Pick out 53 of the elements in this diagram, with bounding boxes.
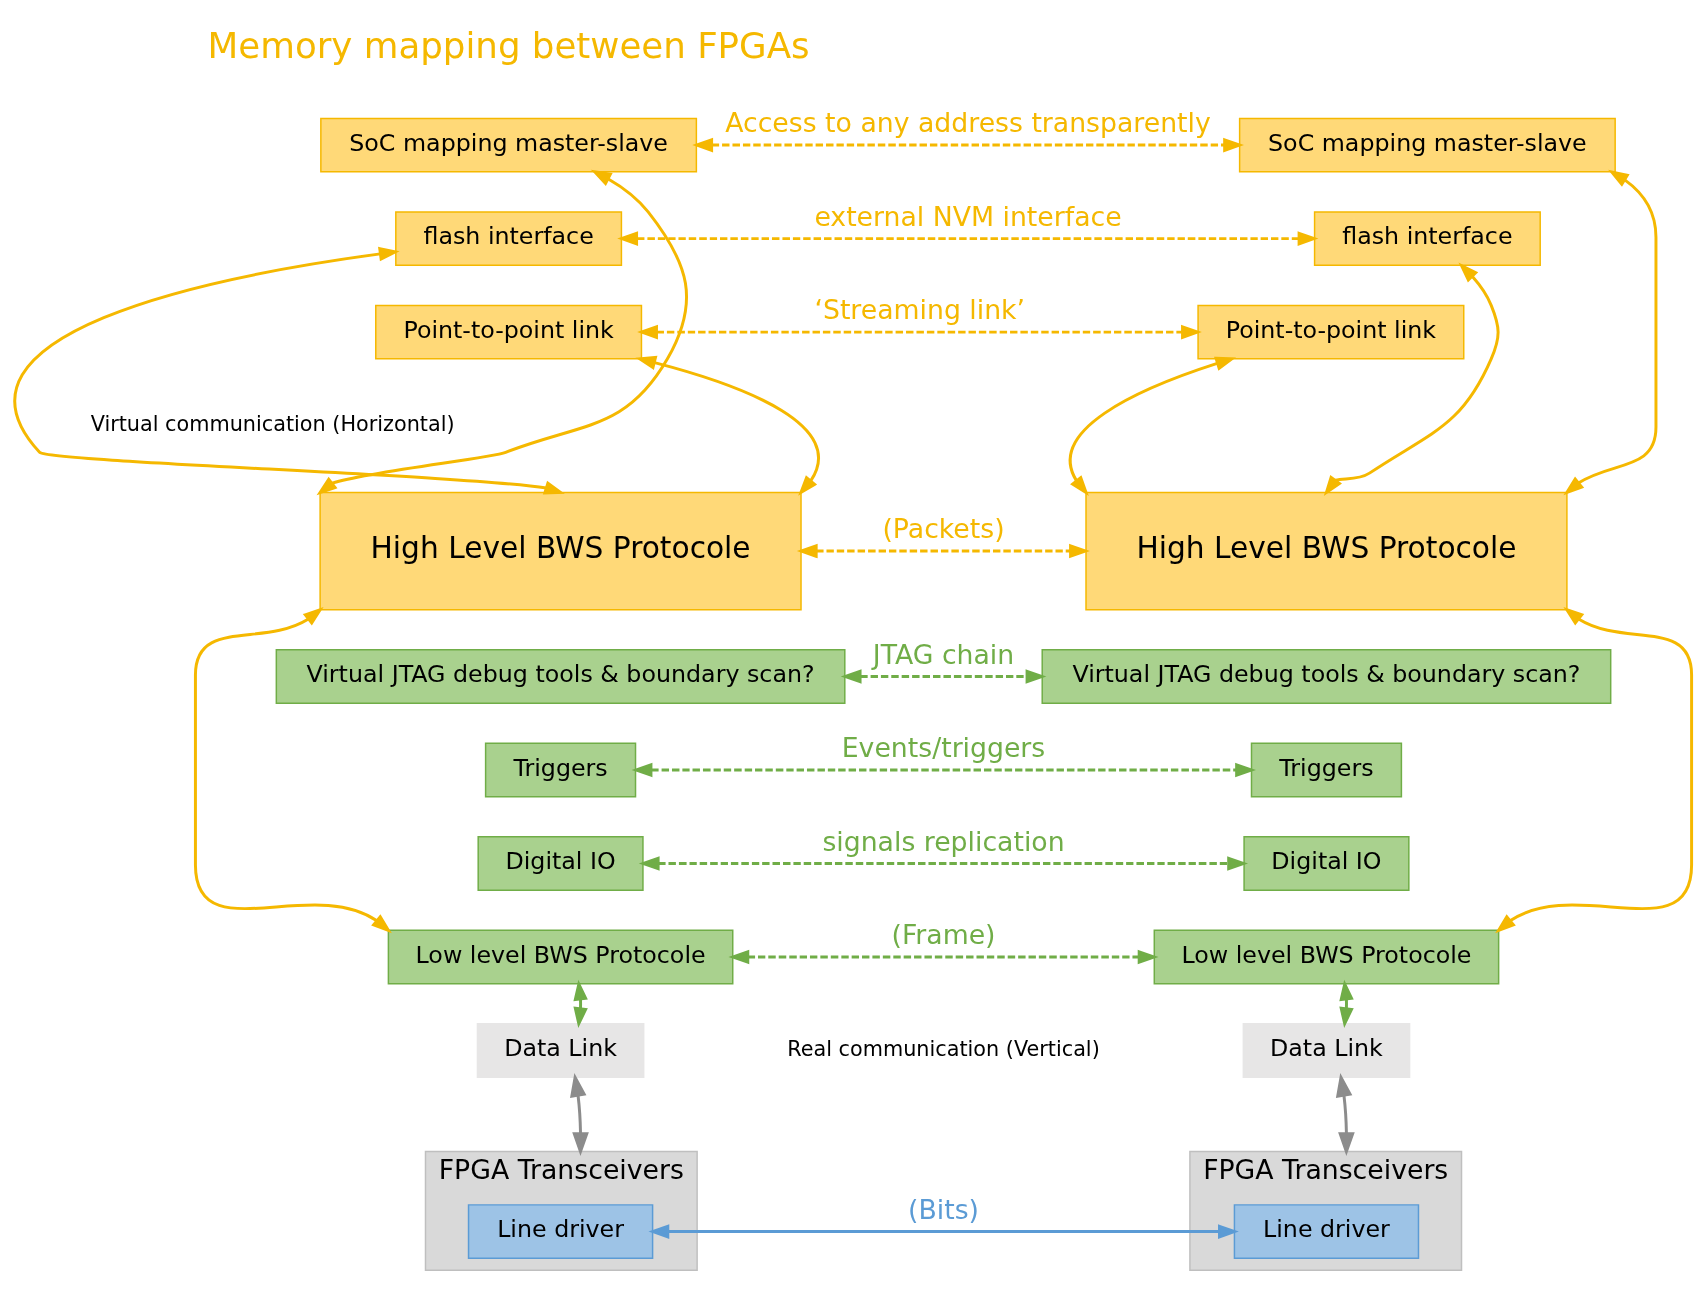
node-box: Low level BWS Protocole [1153, 929, 1500, 985]
arrow [617, 231, 1319, 246]
node-box: Low level BWS Protocole [387, 929, 734, 985]
node-box: Data Link [1242, 1023, 1411, 1078]
arrow [638, 856, 1249, 871]
arrow [631, 762, 1256, 778]
node-box: flash interface [395, 211, 623, 267]
edge-label: Access to any address transparently [725, 107, 1211, 139]
arrow [193, 606, 392, 934]
node-box: Virtual JTAG debug tools & boundary scan? [275, 649, 846, 704]
node-box: flash interface [1313, 211, 1541, 267]
arrow [728, 949, 1159, 965]
label: Real communication (Vertical) [787, 1037, 1100, 1062]
node-box: Digital IO [477, 836, 644, 891]
node-box: Line driver [467, 1204, 654, 1260]
edge-label: (Bits) [908, 1193, 979, 1225]
edge-label: Events/triggers [841, 732, 1046, 764]
node-box: Data Link [476, 1023, 645, 1078]
arrow [1069, 356, 1237, 496]
arrow [840, 669, 1047, 684]
edge-label: (Packets) [882, 513, 1005, 545]
arrow [1563, 169, 1658, 496]
arrow [1339, 979, 1354, 1029]
node-box: Digital IO [1243, 836, 1410, 891]
label: Virtual communication (Horizontal) [90, 412, 455, 437]
node-box: Line driver [1233, 1204, 1420, 1260]
arrow [796, 543, 1090, 559]
edge-label: JTAG chain [872, 638, 1015, 670]
edge-label: ‘Streaming link’ [814, 294, 1026, 326]
edge-label: signals replication [822, 825, 1065, 857]
arrow [692, 137, 1244, 153]
arrow [1495, 606, 1694, 934]
arrow [635, 355, 820, 496]
edge-label: external NVM interface [814, 200, 1122, 232]
node-box: High Level BWS Protocole [319, 491, 802, 611]
arrow [316, 169, 688, 496]
node-box: Virtual JTAG debug tools & boundary scan? [1041, 649, 1612, 704]
arrow [637, 324, 1202, 340]
edge-label: (Frame) [891, 919, 996, 951]
node-box: SoC mapping master-slave [1238, 117, 1616, 173]
node-box: Triggers [484, 742, 637, 798]
arrow [1323, 262, 1500, 497]
arrow [570, 1073, 589, 1156]
node-box: High Level BWS Protocole [1085, 491, 1568, 611]
arrow [1335, 1073, 1355, 1156]
arrow [648, 1224, 1239, 1239]
node-box: Triggers [1250, 742, 1403, 798]
arrow [573, 979, 588, 1029]
label: Memory mapping between FPGAs [207, 24, 810, 66]
node-box: Point-to-point link [1197, 304, 1465, 360]
node-box: Point-to-point link [375, 304, 643, 360]
node-box: SoC mapping master-slave [320, 117, 698, 173]
arrow [13, 246, 565, 495]
